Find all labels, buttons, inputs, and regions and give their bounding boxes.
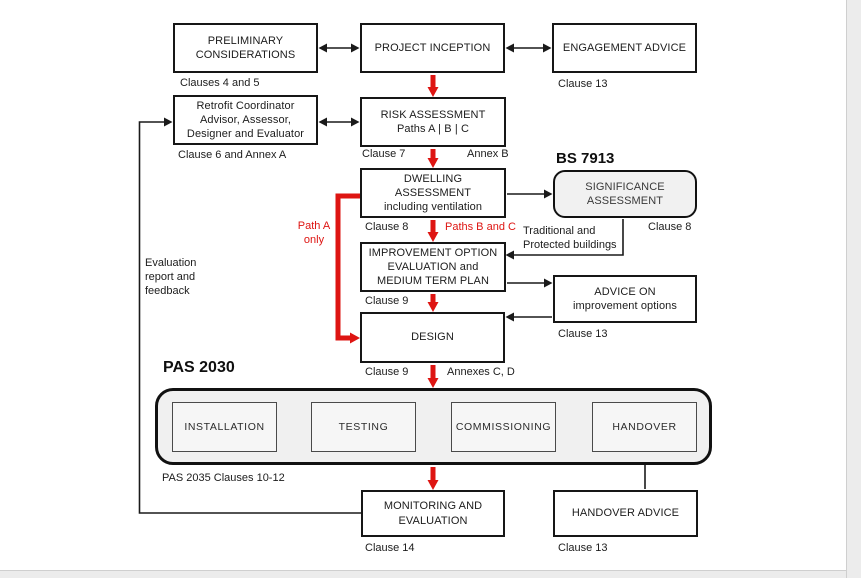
- node-monitoring-evaluation: MONITORING AND EVALUATION: [361, 490, 505, 537]
- node-risk-assessment: RISK ASSESSMENT Paths A | B | C: [360, 97, 506, 147]
- annex-label-design: Annexes C, D: [447, 366, 515, 378]
- page-edge-bottom: [0, 570, 846, 578]
- paths-b-c-label: Paths B and C: [445, 221, 516, 233]
- node-significance-assessment: SIGNIFICANCE ASSESSMENT: [553, 170, 697, 218]
- node-design: DESIGN: [360, 312, 505, 363]
- node-handover-advice: HANDOVER ADVICE: [553, 490, 698, 537]
- pas2035-caption: PAS 2035 Clauses 10-12: [162, 472, 285, 484]
- arrow-path-a-bypass: [335, 193, 360, 344]
- evaluation-feedback-label: Evaluation report and feedback: [145, 257, 197, 297]
- clause-label-risk: Clause 7: [362, 148, 406, 160]
- heading-pas2030: PAS 2030: [163, 359, 235, 376]
- path-a-only-label: Path A only: [297, 220, 331, 246]
- node-improvement-option: IMPROVEMENT OPTION EVALUATION and MEDIUM…: [360, 242, 506, 292]
- node-preliminary-considerations: PRELIMINARY CONSIDERATIONS: [173, 23, 318, 73]
- node-advice-on-options: ADVICE ON improvement options: [553, 275, 697, 323]
- page-edge-right: [846, 0, 861, 578]
- clause-label-monitoring: Clause 14: [365, 542, 415, 554]
- clause-label-coordinator: Clause 6 and Annex A: [178, 149, 287, 161]
- node-engagement-advice: ENGAGEMENT ADVICE: [552, 23, 697, 73]
- clause-label-significance: Clause 8: [648, 221, 692, 233]
- arrow-evaluation-feedback-loop: [138, 117, 361, 514]
- stage-commissioning: COMMISSIONING: [451, 402, 556, 452]
- clause-label-improvement: Clause 9: [365, 295, 409, 307]
- stage-handover: HANDOVER: [592, 402, 697, 452]
- clause-label-dwelling: Clause 8: [365, 221, 409, 233]
- stage-testing: TESTING: [311, 402, 416, 452]
- arrow-significance-improvement: [505, 219, 624, 260]
- stage-installation: INSTALLATION: [172, 402, 277, 452]
- clause-label-preliminary: Clauses 4 and 5: [180, 77, 260, 89]
- clause-label-advice: Clause 13: [558, 328, 608, 340]
- clause-label-design: Clause 9: [365, 366, 409, 378]
- clause-label-engagement: Clause 13: [558, 78, 608, 90]
- traditional-buildings-label: Traditional and Protected buildings: [523, 225, 617, 251]
- clause-label-handover-advice: Clause 13: [558, 542, 608, 554]
- heading-bs7913: BS 7913: [556, 150, 615, 167]
- node-retrofit-coordinator: Retrofit Coordinator Advisor, Assessor, …: [173, 95, 318, 145]
- annex-label-risk: Annex B: [467, 148, 509, 160]
- node-dwelling-assessment: DWELLING ASSESSMENT including ventilatio…: [360, 168, 506, 218]
- node-project-inception: PROJECT INCEPTION: [360, 23, 505, 73]
